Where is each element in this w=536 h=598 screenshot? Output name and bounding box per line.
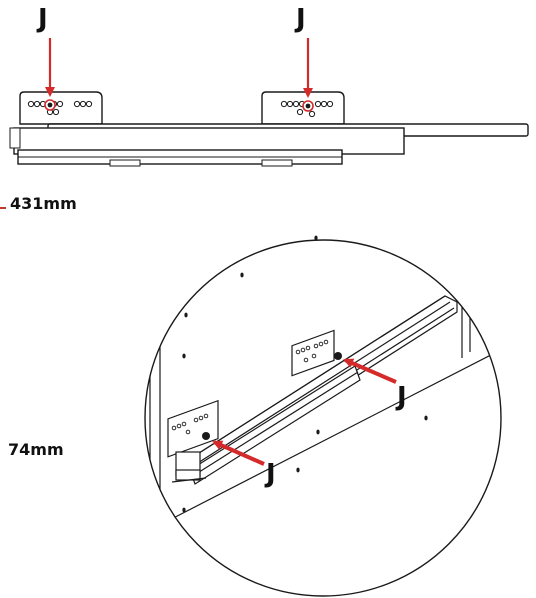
- dimension-height: 74mm: [8, 440, 64, 459]
- callout-j-detail-upper: J: [397, 382, 407, 412]
- bracket-holes-right: [280, 100, 334, 118]
- callout-j-top-left: J: [38, 4, 48, 34]
- bracket-holes-left: [27, 100, 93, 116]
- detail-bracket-upper: [291, 329, 335, 377]
- callout-j-detail-lower: J: [266, 459, 276, 489]
- arrow-detail-lower: [212, 440, 265, 466]
- slide-side-view: [9, 91, 529, 167]
- dimension-length: 431mm: [10, 194, 77, 213]
- bracket-left: [19, 91, 103, 125]
- arrow-detail-upper: [343, 358, 397, 384]
- panel-dots: [182, 235, 428, 513]
- detail-circle: [144, 235, 502, 597]
- screw-right: [302, 100, 314, 112]
- detail-screw-upper: [334, 352, 342, 360]
- callout-j-top-right: J: [296, 4, 306, 34]
- screw-left: [44, 99, 56, 111]
- detail-screw-lower: [202, 432, 210, 440]
